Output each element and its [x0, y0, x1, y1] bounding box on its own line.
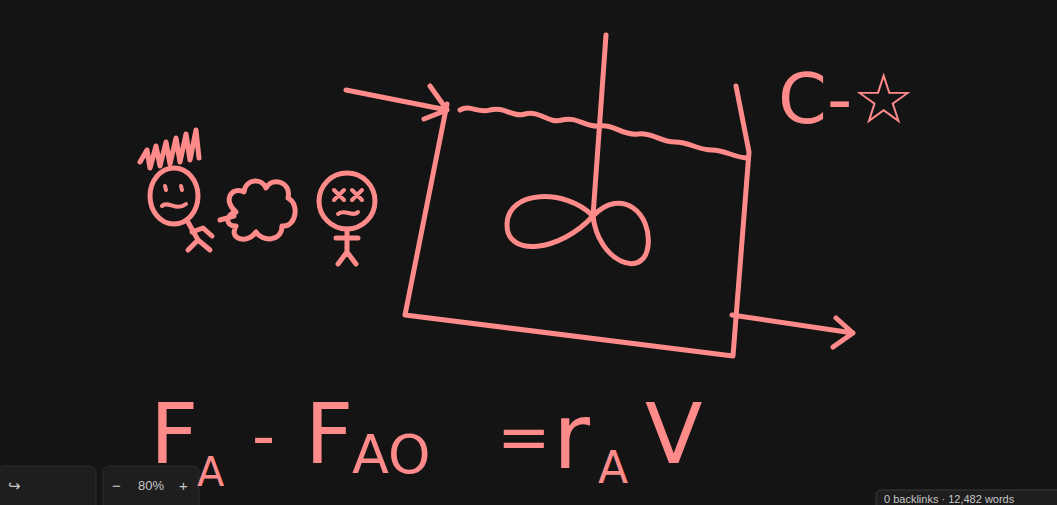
equation-symbol: F [305, 392, 353, 476]
equation-symbol: F [150, 392, 198, 476]
impeller [507, 197, 648, 264]
zoom-out-button: − [112, 478, 121, 493]
dead-figure [319, 173, 375, 264]
concentration-label: C-☆ [778, 64, 915, 134]
liquid-surface [460, 108, 748, 158]
equation-subscript: AO [352, 428, 431, 482]
equation-subscript: A [598, 446, 628, 490]
stirrer-shaft [593, 35, 606, 216]
cloud [220, 181, 295, 239]
sad-figure [140, 130, 212, 250]
redo-button: ↪ [8, 478, 21, 493]
inlet-arrow [346, 86, 447, 119]
status-panel [876, 490, 1057, 505]
equation-operator: = [497, 405, 551, 469]
equation-symbol: V [645, 392, 702, 476]
reactor-tank [405, 86, 749, 356]
status-text: 0 backlinks · 12,482 words [884, 494, 1014, 505]
outlet-arrow [732, 315, 853, 347]
equation-operator: - [252, 404, 275, 468]
zoom-level: 80% [138, 479, 164, 492]
toolbar-panel [0, 466, 96, 505]
equation-symbol: r [553, 392, 590, 482]
zoom-in-button: + [179, 478, 188, 493]
equation-subscript: A [197, 452, 224, 492]
